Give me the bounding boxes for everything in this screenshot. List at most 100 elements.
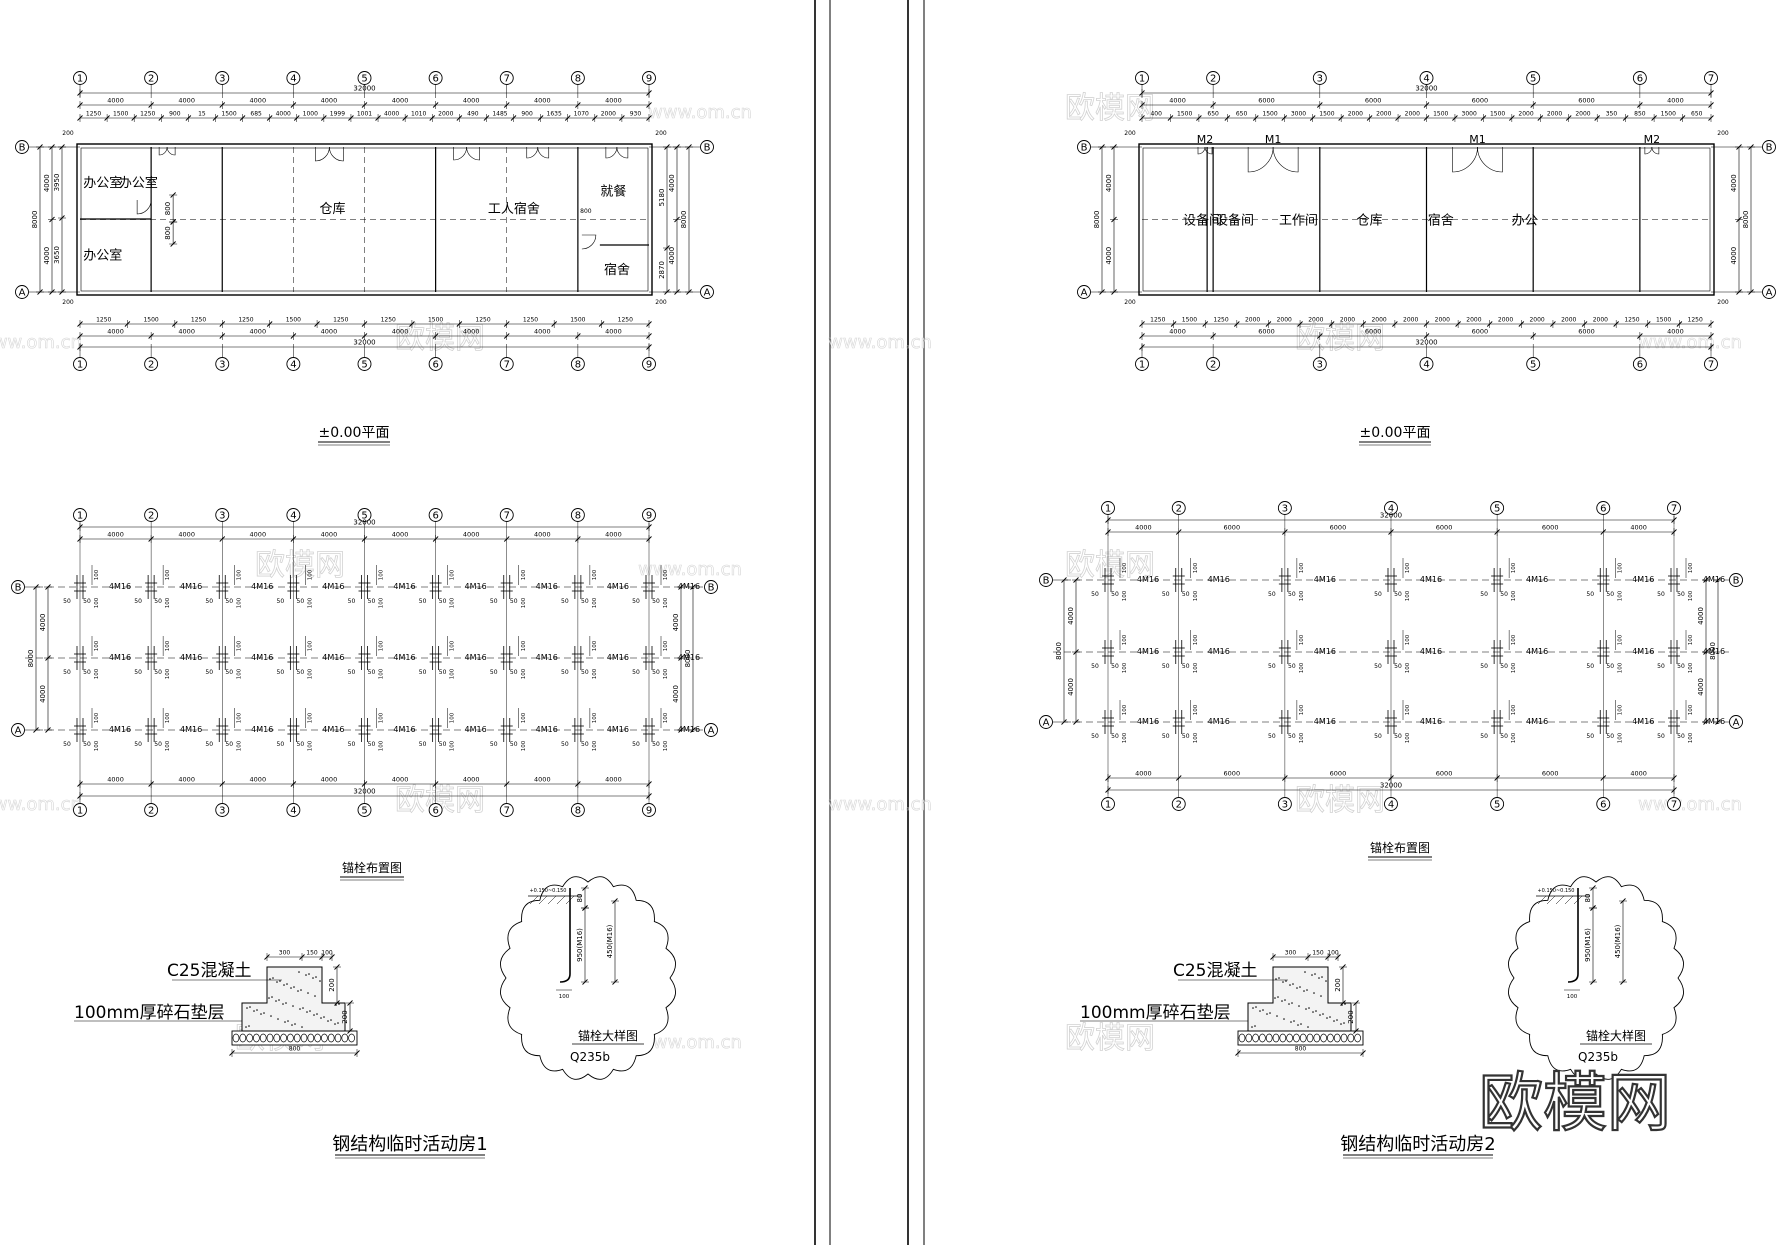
axis-bubble-bottom: 6 (428, 803, 443, 817)
concrete-speck (1321, 976, 1323, 978)
door-swing (616, 146, 629, 159)
dim-tick (575, 333, 581, 339)
bolt-spacing: 100 (94, 740, 100, 751)
axis-bubble-bottom: 7 (499, 803, 514, 817)
concrete-speck (1291, 1002, 1293, 1004)
axis-label: B (1081, 143, 1088, 154)
dim-tick (1388, 529, 1394, 535)
watermark-logo: 欧模网 (255, 548, 345, 583)
axis-circle (499, 71, 514, 85)
bolt-spacing: 100 (165, 740, 171, 751)
bolt-spacing: 100 (1617, 704, 1623, 715)
dim-tick (212, 115, 219, 121)
bolt-spacing: 100 (307, 597, 313, 608)
axis-circle (1171, 501, 1186, 515)
gravel-stone (321, 1033, 328, 1043)
dim-text: 4000 (107, 776, 124, 784)
dim-tick (290, 102, 297, 108)
dim-tick (1309, 115, 1316, 121)
anchor-hook (1567, 973, 1579, 983)
bolt-spacing: 100 (1617, 562, 1623, 573)
dim-tick (456, 115, 463, 121)
dim-text: 4000 (250, 328, 267, 336)
bolt-spacing: 100 (1511, 634, 1517, 645)
bolt-spacing: 50 (1162, 733, 1170, 740)
bolt-spacing: 50 (154, 598, 162, 605)
axis-bubble-top: 2 (144, 71, 159, 85)
axis-bubble-bottom: 2 (144, 803, 159, 817)
concrete-speck (1336, 1019, 1338, 1021)
axis-label: 1 (1105, 800, 1111, 811)
axis-label: 1 (1105, 504, 1111, 515)
dim-total-bottom: 32000 (77, 339, 652, 351)
dim-text: 4000 (1105, 247, 1113, 265)
dim-tick (104, 115, 110, 121)
axis-circle (1206, 357, 1221, 371)
axis-bubble-top: 3 (1312, 71, 1327, 85)
concrete-speck (286, 983, 288, 985)
axis-bubble-bottom: 3 (215, 357, 230, 371)
watermark-site: www.om.cn (0, 332, 82, 353)
axis-bubble-bottom: 1 (73, 357, 87, 371)
concrete-speck (1262, 1009, 1264, 1011)
gravel-stone (1313, 1033, 1321, 1043)
concrete-speck (1300, 1023, 1302, 1025)
axis-circle (1762, 140, 1776, 154)
dim-text: 200 (1347, 1010, 1355, 1023)
room-label: 工作间 (1279, 214, 1318, 229)
axis-label: 6 (432, 360, 438, 371)
dim-tick (1338, 115, 1344, 121)
dim-text: 1485 (492, 111, 507, 118)
dim-text: 4000 (605, 531, 622, 539)
dim-tick (678, 655, 684, 661)
axis-circle (215, 803, 230, 817)
concrete-speck (319, 980, 321, 982)
bolt-spacing: 100 (307, 640, 313, 651)
dim-tick (77, 321, 83, 327)
concrete-speck (1322, 1013, 1324, 1015)
watermark-site: www.om.cn (1638, 332, 1742, 353)
dim-tick (354, 1050, 360, 1056)
concrete-speck (1304, 971, 1306, 973)
bolt-spacing: 50 (1091, 733, 1099, 740)
axis-bubble-top: 9 (642, 71, 656, 85)
concrete-speck (316, 1013, 318, 1015)
concrete-speck (1290, 1021, 1292, 1023)
bolt-spacing: 100 (236, 640, 242, 651)
dim-text: 4000 (534, 97, 551, 105)
dim-text: 150 (1312, 950, 1324, 957)
axis-circle (73, 71, 87, 85)
axis-label: 1 (77, 360, 83, 371)
dim-tick (1196, 115, 1202, 121)
dim-tick (503, 321, 510, 327)
concrete-speck (294, 1023, 296, 1025)
bolt-spacing: 100 (379, 569, 385, 580)
dim-text: 32000 (353, 788, 375, 796)
dim-tick (1600, 529, 1607, 535)
dim-text: 2000 (1575, 111, 1590, 118)
axis-label: 6 (432, 806, 438, 817)
bolt-spacing: 100 (663, 640, 669, 651)
row-bubble-left: A (1039, 715, 1053, 729)
dim-tick (124, 321, 131, 327)
axis-label: 1 (1139, 360, 1145, 371)
dim-text: 4000 (250, 776, 267, 784)
dim-text: 100 (321, 950, 333, 957)
concrete-speck (1252, 1007, 1254, 1009)
bolt-spacing: 50 (205, 669, 213, 676)
bolt-spacing: 50 (348, 741, 356, 748)
axis-label: 5 (361, 74, 367, 85)
bolt-spacing: 50 (490, 598, 498, 605)
gravel-stone (300, 1033, 308, 1043)
dim-tick (1748, 144, 1754, 150)
bolt-label: 4M16 (1703, 647, 1725, 656)
dim-tick (582, 905, 588, 911)
concrete-speck (260, 1013, 262, 1015)
